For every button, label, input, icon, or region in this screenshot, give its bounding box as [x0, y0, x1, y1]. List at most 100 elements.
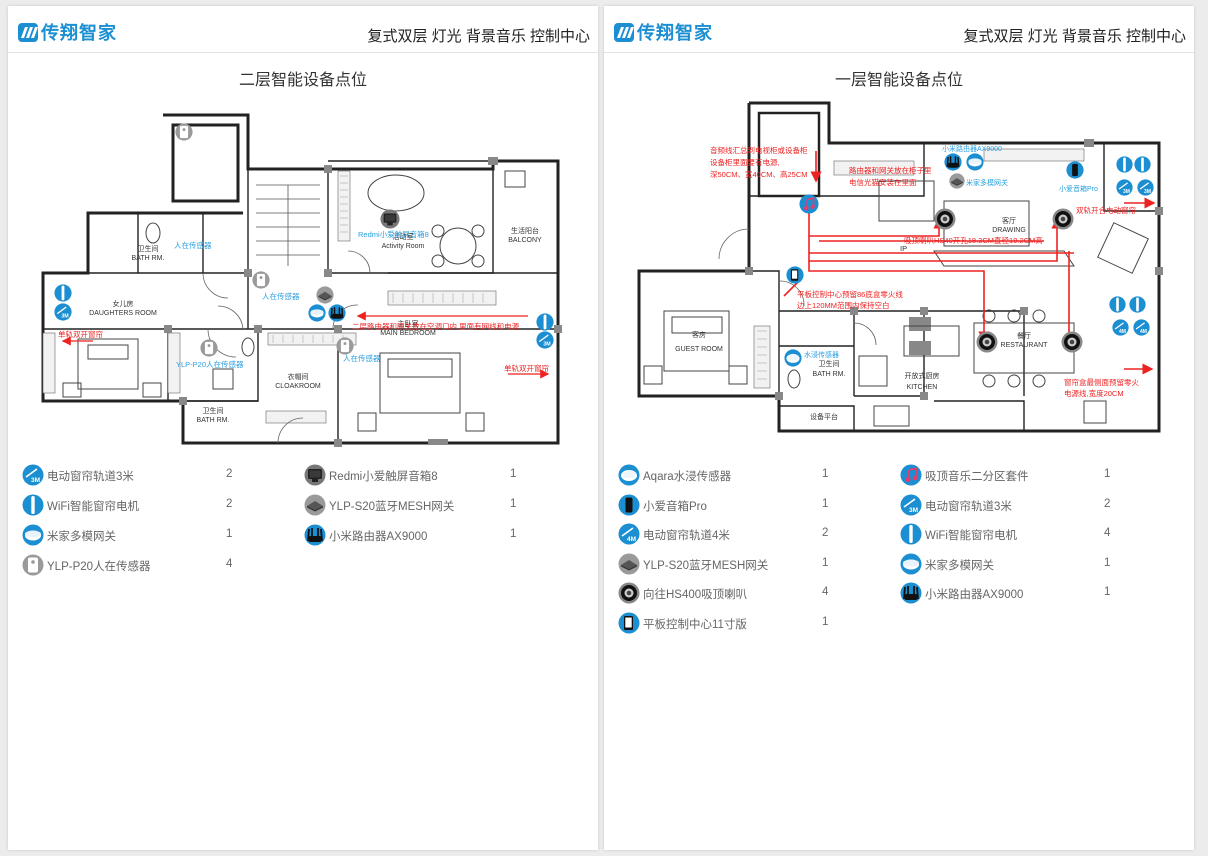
room-label-en: BALCONY: [508, 237, 542, 244]
mesh-gateway-icon: [618, 553, 640, 575]
note-router-location: 二层路由器和网关放在空调口内,里面有网线和电源: [352, 321, 520, 331]
header-title: 复式双层 灯光 背景音乐 控制中心: [367, 28, 590, 45]
ceiling-speaker-icon: [618, 582, 640, 604]
curtain-motor-icon: [900, 523, 922, 545]
room-label-cn: 活动室: [393, 232, 414, 241]
note-tablet: 平板控制中心预留86底盒零火线: [797, 289, 903, 299]
track-3m-icon: [900, 494, 922, 516]
music-kit-icon: [900, 464, 922, 486]
track-4m-icon: [618, 523, 640, 545]
track-4m-icon: [1112, 319, 1129, 336]
note-speaker: 吸顶喇叭HS40开孔18.3CM直径19.2CM高: [904, 235, 1043, 245]
note-tablet: 边上120MM范围内保持空白: [797, 300, 890, 310]
room-label-cn: 设备平台: [810, 412, 838, 421]
room-label-cn: 衣帽间: [288, 372, 309, 381]
ceiling-speaker-icon: [976, 331, 998, 353]
note-curtain: 单轨双开窗帘: [58, 329, 103, 339]
ip-label: IP: [900, 244, 907, 253]
device-label: 人在传感器: [343, 353, 381, 363]
note-curtain: 双轨开合电动窗帘: [1076, 205, 1136, 215]
room-label-en: BATH RM.: [813, 371, 846, 378]
room-label-en: GUEST ROOM: [675, 346, 723, 353]
device-label: YLP-P20人在传感器: [176, 359, 244, 369]
note-router: 电信光猫安装在里面: [849, 177, 917, 187]
presence-sensor-icon: [336, 337, 354, 355]
brand-name: 传翔智家: [41, 23, 117, 43]
brand-logo: 传翔智家: [18, 20, 117, 44]
speaker-pro-icon: [1066, 161, 1084, 179]
tablet-panel-icon: [786, 266, 804, 284]
room-label-cn: 卫生间: [138, 244, 159, 253]
note-audio: 设备柜里面要有电源,: [710, 157, 780, 167]
room-label-en: CLOAKROOM: [275, 383, 321, 390]
device-label: 小米路由器AX9000: [942, 144, 1002, 153]
room-label-cn: 客厅: [1002, 216, 1016, 225]
track-4m-icon: [1133, 319, 1150, 336]
ceiling-speaker-icon: [1061, 331, 1083, 353]
floor-plan-first: 客厅 DRAWING 客房 GUEST ROOM 卫生间 BATH RM. 开放…: [637, 101, 1163, 433]
speaker-pro-icon: [618, 494, 640, 516]
floor-title: 二层智能设备点位: [238, 72, 367, 89]
gateway-icon: [22, 524, 44, 546]
room-label-en: MAIN BEDROOM: [380, 330, 436, 337]
water-sensor-icon: [784, 349, 802, 367]
floor-title: 一层智能设备点位: [834, 72, 963, 89]
router-icon: [304, 524, 326, 546]
header-title: 复式双层 灯光 背景音乐 控制中心: [963, 28, 1186, 45]
router-icon: [328, 304, 346, 322]
music-kit-icon: [799, 194, 819, 214]
mesh-gateway-icon: [316, 286, 334, 304]
device-label: 米家多模网关: [966, 178, 1008, 187]
ceiling-speaker-icon: [1052, 208, 1074, 230]
track-3m-icon: [1137, 179, 1154, 196]
room-label-cn: 开放式厨房: [905, 371, 940, 380]
note-router: 路由器和网关放在柜子里: [849, 165, 932, 175]
mesh-gateway-icon: [304, 494, 326, 516]
brand-name: 传翔智家: [637, 23, 713, 43]
device-label: Redmi小爱触屏音箱8: [358, 229, 429, 239]
track-3m-icon: [22, 464, 44, 486]
room-label-en: Activity Room: [382, 243, 425, 250]
track-3m-icon: [1116, 179, 1133, 196]
curtain-motor-icon: [54, 284, 72, 302]
curtain-motor-icon: [1109, 296, 1126, 313]
curtain-motor-icon: [1116, 156, 1133, 173]
device-label: 小爱音箱Pro: [1059, 184, 1098, 193]
room-label-cn: 餐厅: [1017, 331, 1031, 340]
router-icon: [900, 582, 922, 604]
room-label-cn: 卫生间: [819, 359, 840, 368]
note-curtain: 单轨双开窗帘: [504, 363, 549, 373]
room-label-en: DRAWING: [992, 227, 1026, 234]
tablet-panel-icon: [618, 612, 640, 634]
curtain-motor-icon: [1134, 156, 1151, 173]
touch-speaker-icon: [304, 464, 326, 486]
water-sensor-icon: [618, 464, 640, 486]
gateway-icon: [308, 304, 326, 322]
track-3m-icon: [54, 303, 72, 321]
room-label-en: BATH RM.: [197, 417, 230, 424]
room-label-en: BATH RM.: [132, 255, 165, 262]
room-label-en: KITCHEN: [907, 384, 938, 391]
room-label-cn: 卫生间: [203, 406, 224, 415]
room-label-cn: 女儿房: [113, 299, 134, 308]
curtain-motor-icon: [1129, 296, 1146, 313]
note-curtain-power: 电源线,宽度20CM: [1064, 388, 1124, 398]
logo-mark-icon: [18, 22, 38, 42]
device-label: 人在传感器: [174, 240, 212, 250]
device-label: 水浸传感器: [804, 350, 839, 359]
room-label-en: RESTAURANT: [1001, 342, 1049, 349]
presence-sensor-icon: [252, 271, 270, 289]
router-icon: [944, 153, 962, 171]
room-label-cn: 主卧室: [398, 319, 419, 328]
brand-logo: 传翔智家: [614, 20, 713, 44]
presence-sensor-icon: [22, 554, 44, 576]
room-label-cn: 生活阳台: [511, 226, 539, 235]
gateway-icon: [966, 153, 984, 171]
ceiling-speaker-icon: [934, 208, 956, 230]
logo-mark-icon: [614, 22, 634, 42]
floor-plan-second: 卫生间 BATH RM. 女儿房 DAUGHTERS ROOM 卫生间 BATH…: [41, 113, 562, 447]
curtain-motor-icon: [22, 494, 44, 516]
touch-speaker-icon: [380, 209, 400, 229]
page-second-floor: 传翔智家 复式双层 灯光 背景音乐 控制中心 二层智能设备点位: [8, 6, 598, 850]
room-label-cn: 客房: [692, 330, 706, 339]
